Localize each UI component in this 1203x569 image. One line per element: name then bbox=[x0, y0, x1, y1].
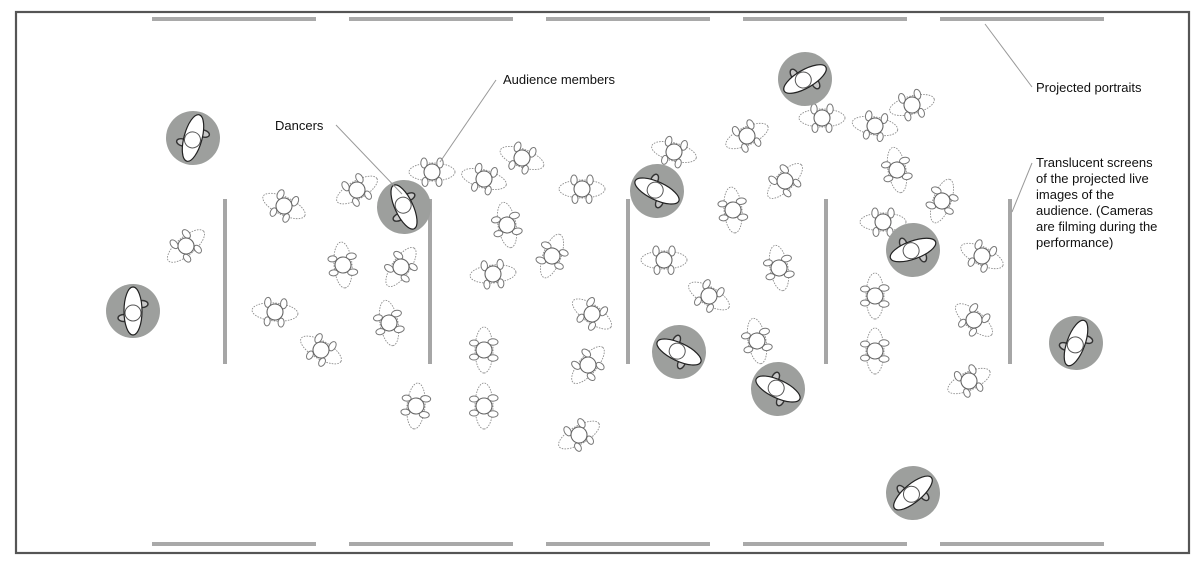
audience-figure-icon bbox=[468, 326, 499, 374]
audience-figure-icon bbox=[558, 174, 606, 205]
audience-figure-icon bbox=[293, 325, 349, 375]
screens-label-line-4: audience. (Cameras bbox=[1036, 203, 1154, 218]
audience-figure-icon bbox=[920, 174, 965, 229]
dancer-figure-icon bbox=[159, 104, 227, 172]
audience-figure-icon bbox=[885, 84, 939, 126]
screens-label-line-5: are filming during the bbox=[1036, 219, 1157, 234]
audience-members bbox=[158, 84, 1010, 460]
annotations: Dancers Audience members Projected portr… bbox=[275, 72, 1157, 250]
dancer-figure-icon bbox=[1040, 307, 1112, 379]
audience-figure-icon bbox=[798, 103, 846, 134]
dancer-figure-icon bbox=[741, 352, 815, 426]
audience-figure-icon bbox=[399, 381, 433, 431]
screens-label-line-2: of the projected live bbox=[1036, 171, 1149, 186]
audience-figure-icon bbox=[681, 271, 737, 321]
dancers-leader-line bbox=[335, 124, 403, 195]
audience-figure-icon bbox=[859, 272, 890, 320]
dancer-figure-icon bbox=[105, 283, 161, 339]
audience-leader-line bbox=[439, 79, 497, 163]
dancer-figure-icon bbox=[620, 154, 694, 228]
audience-figure-icon bbox=[530, 229, 575, 284]
audience-figure-icon bbox=[329, 165, 385, 215]
audience-figure-icon bbox=[551, 410, 607, 460]
screens-label-line-6: performance) bbox=[1036, 235, 1113, 250]
audience-figure-icon bbox=[946, 293, 1002, 347]
portraits-leader-line bbox=[984, 23, 1033, 88]
projected-portraits-label: Projected portraits bbox=[1036, 80, 1142, 95]
audience-figure-icon bbox=[375, 239, 427, 295]
audience-figure-icon bbox=[738, 315, 776, 367]
audience-figure-icon bbox=[326, 240, 360, 290]
audience-figure-icon bbox=[494, 136, 549, 181]
audience-figure-icon bbox=[408, 157, 456, 188]
audience-figure-icon bbox=[954, 233, 1010, 280]
dancers-label: Dancers bbox=[275, 118, 324, 133]
audience-figure-icon bbox=[250, 295, 300, 329]
dancer-figure-icon bbox=[874, 454, 952, 532]
leader-lines bbox=[335, 23, 1033, 213]
audience-figure-icon bbox=[468, 257, 518, 291]
screens-label-line-3: images of the bbox=[1036, 187, 1114, 202]
audience-figure-icon bbox=[158, 219, 214, 273]
translucent-screens-label: Translucent screens of the projected liv… bbox=[1036, 155, 1157, 250]
audience-figure-icon bbox=[941, 358, 997, 405]
dancers bbox=[105, 41, 1112, 532]
audience-figure-icon bbox=[878, 144, 916, 196]
audience-figure-icon bbox=[640, 245, 688, 276]
audience-figure-icon bbox=[760, 242, 798, 294]
audience-figure-icon bbox=[561, 337, 615, 393]
audience-figure-icon bbox=[468, 382, 499, 430]
audience-figure-icon bbox=[564, 288, 620, 340]
audience-figure-icon bbox=[716, 185, 750, 235]
audience-figure-icon bbox=[370, 297, 408, 349]
audience-figure-icon bbox=[859, 327, 890, 375]
audience-figure-icon bbox=[256, 183, 312, 230]
dancer-figure-icon bbox=[642, 315, 716, 389]
translucent-screens bbox=[223, 199, 1012, 364]
audience-figure-icon bbox=[457, 158, 511, 200]
screens-leader-line bbox=[1011, 162, 1033, 213]
audience-members-label: Audience members bbox=[503, 72, 615, 87]
audience-figure-icon bbox=[719, 113, 775, 160]
audience-figure-icon bbox=[758, 154, 813, 209]
room-border bbox=[14, 10, 1191, 555]
audience-figure-icon bbox=[488, 199, 526, 251]
screens-label-line-1: Translucent screens bbox=[1036, 155, 1153, 170]
